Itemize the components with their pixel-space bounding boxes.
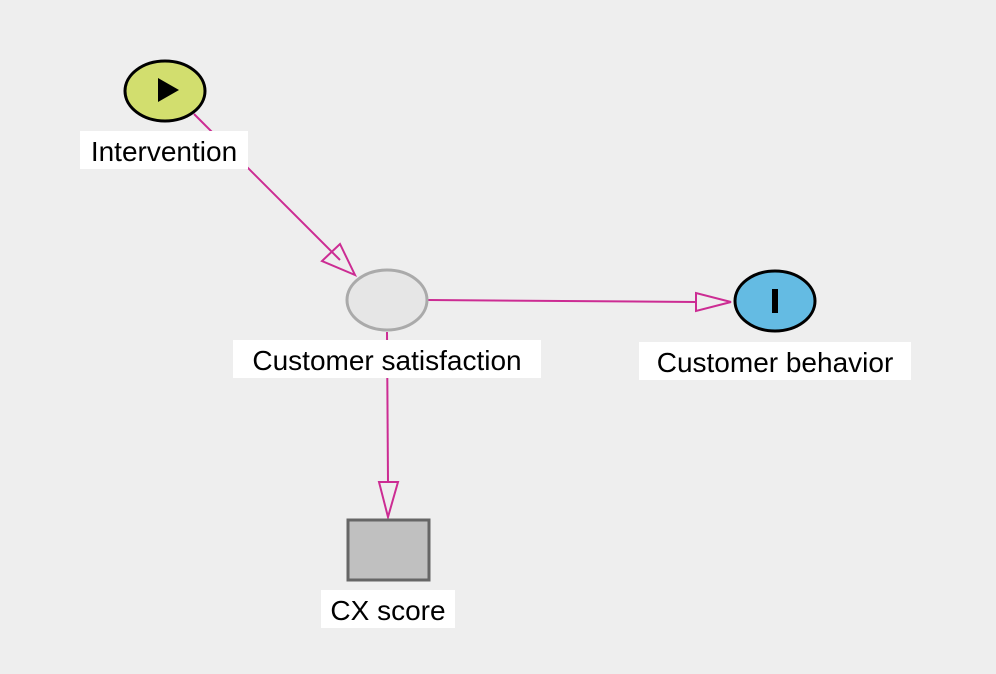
cx-score-rectangle[interactable] bbox=[346, 518, 431, 582]
play-icon bbox=[158, 78, 179, 102]
edges bbox=[193, 113, 732, 521]
intervention-label-bg bbox=[80, 131, 248, 169]
customer-satisfaction-label: Customer satisfaction bbox=[252, 345, 521, 376]
bar-icon bbox=[772, 289, 778, 313]
customer-behavior-label-bg bbox=[639, 342, 911, 380]
cx-score-label: CX score bbox=[330, 595, 445, 626]
node-customer-satisfaction[interactable]: Customer satisfaction bbox=[233, 268, 541, 378]
customer-satisfaction-label-bg bbox=[233, 340, 541, 378]
node-customer-behavior[interactable]: Customer behavior bbox=[639, 269, 911, 380]
intervention-label: Intervention bbox=[91, 136, 237, 167]
cx-score-label-bg bbox=[321, 590, 455, 628]
node-cx-score[interactable]: CX score bbox=[321, 518, 455, 628]
node-intervention[interactable]: Intervention bbox=[80, 59, 248, 169]
edge-satisfaction-to-behavior[interactable] bbox=[427, 291, 732, 313]
customer-satisfaction-ellipse[interactable] bbox=[345, 268, 429, 332]
customer-behavior-label: Customer behavior bbox=[657, 347, 894, 378]
